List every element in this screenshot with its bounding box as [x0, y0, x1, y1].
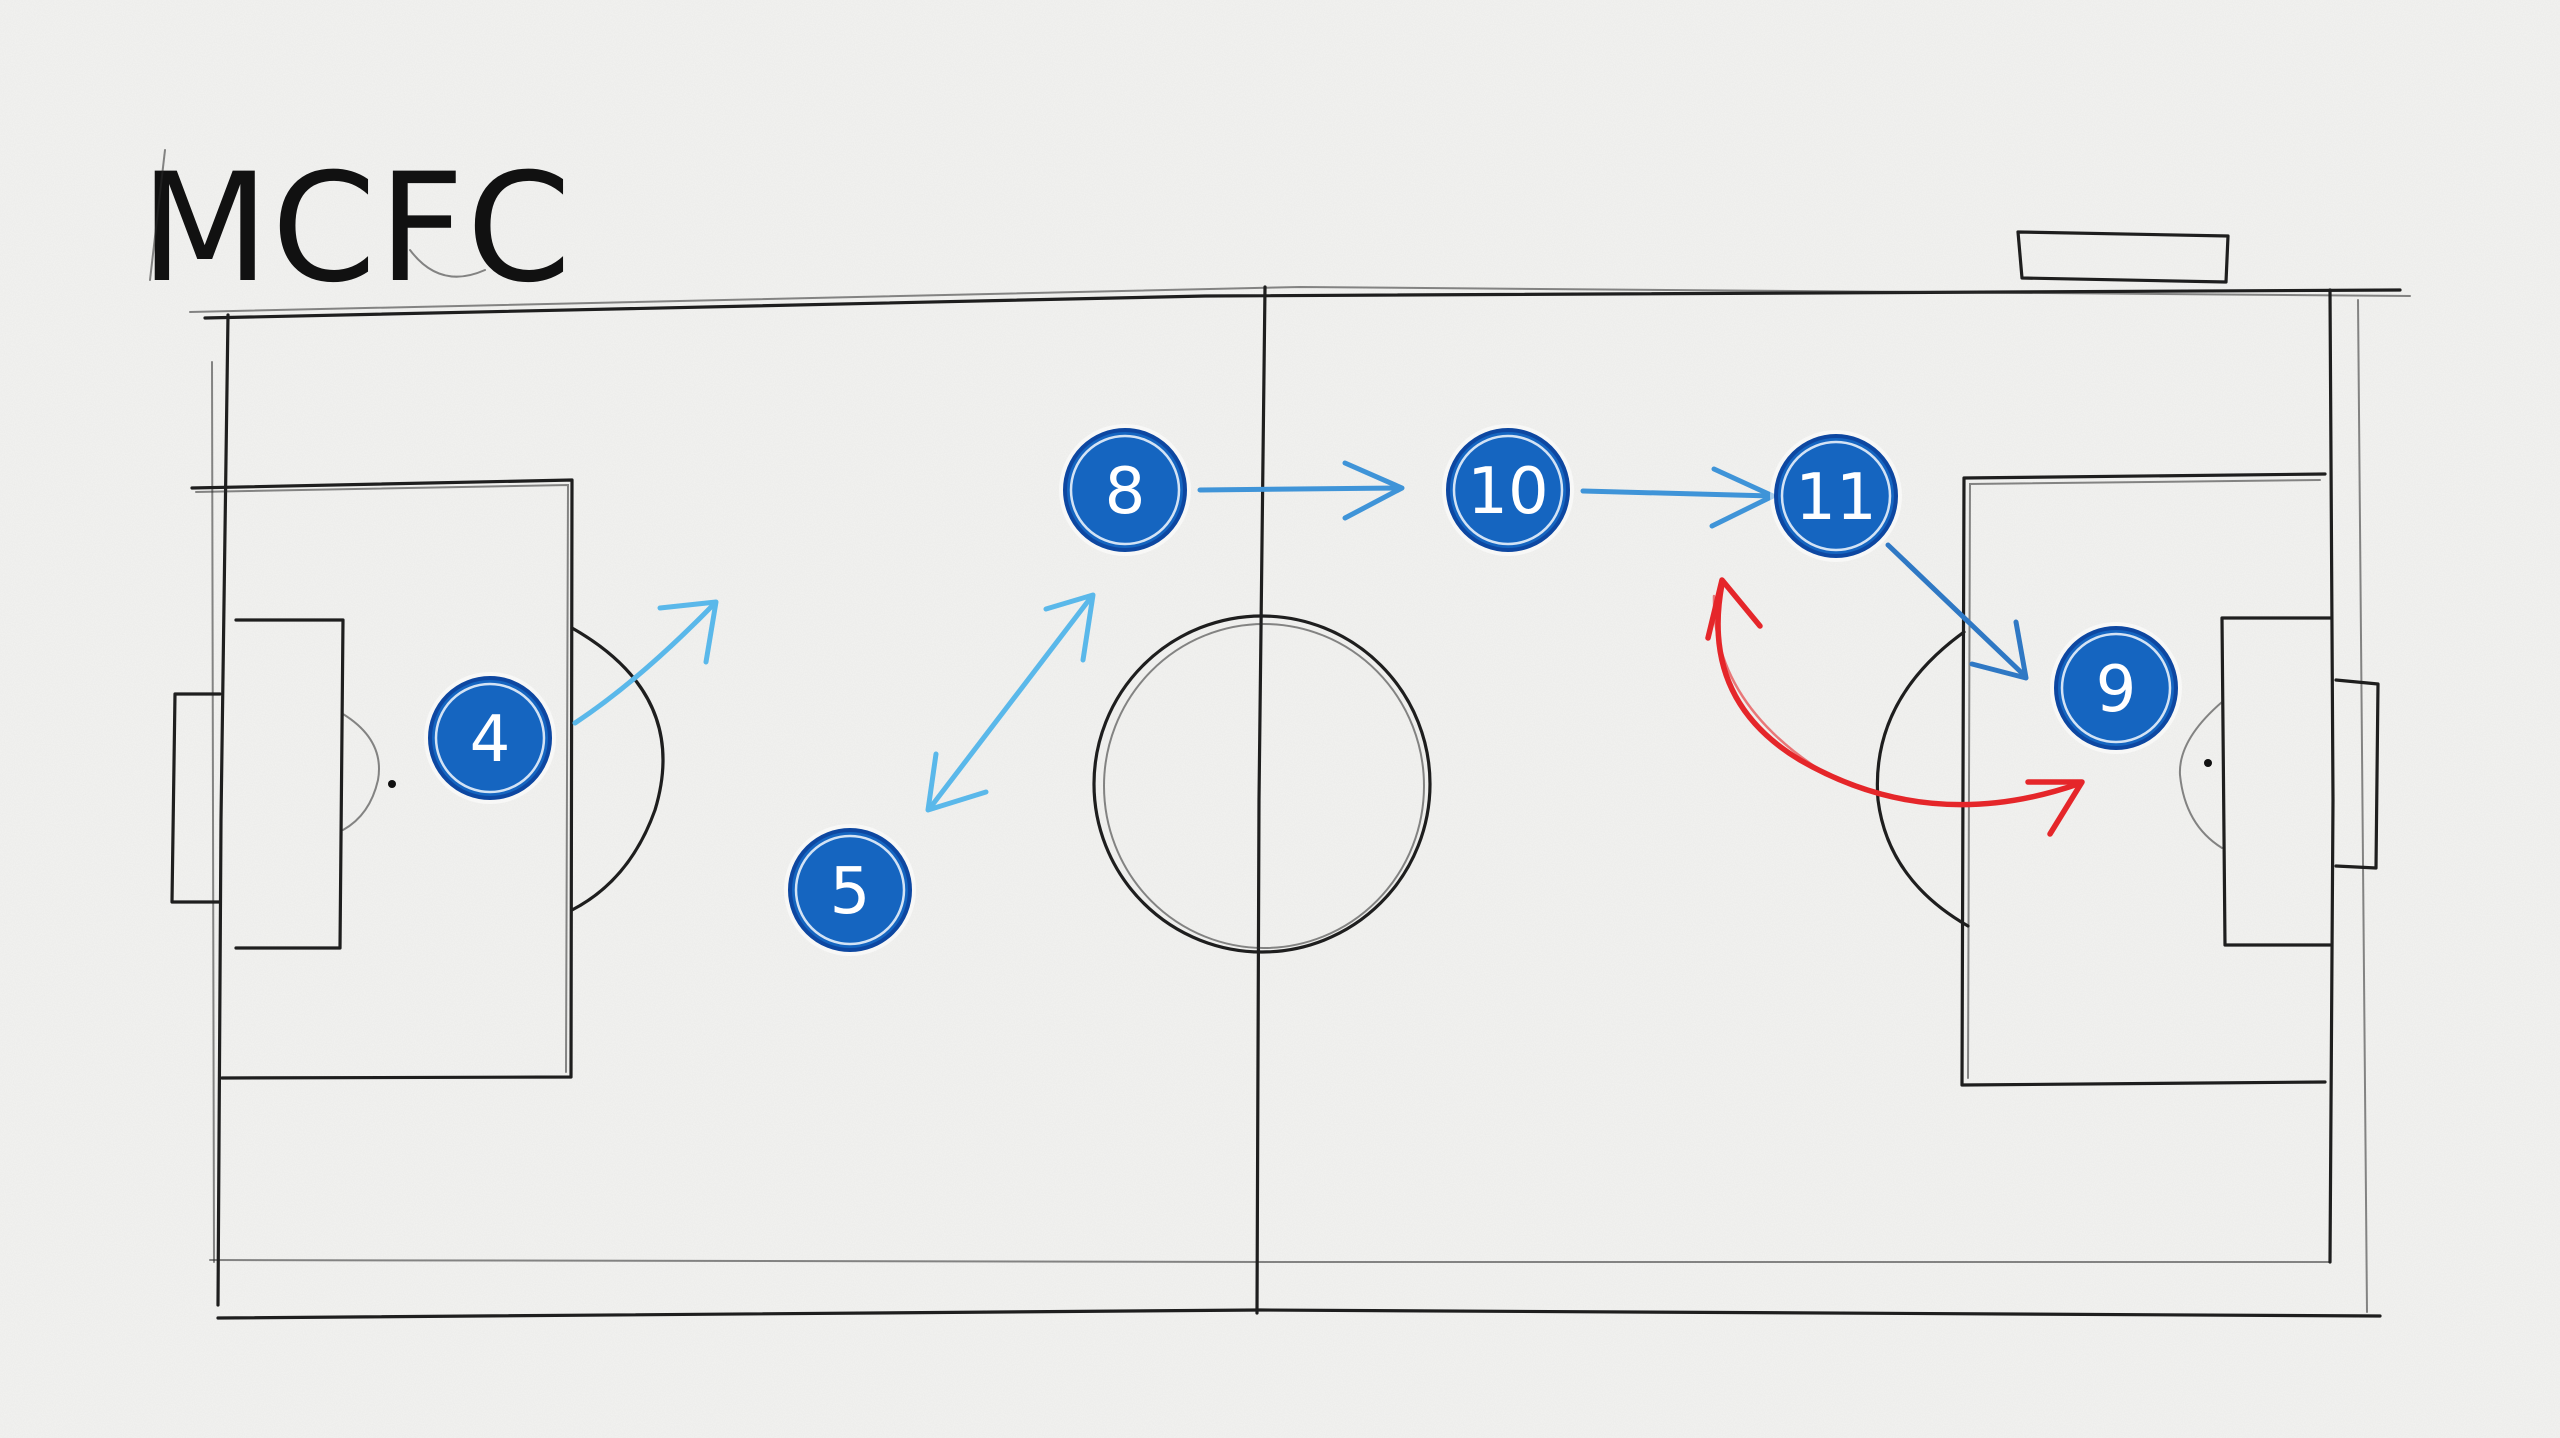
player-4-number: 4: [470, 703, 511, 777]
player-9-number: 9: [2096, 653, 2137, 727]
left-goal: [170, 692, 222, 904]
arrow-10-11: [1580, 488, 1775, 499]
player-11[interactable]: 11: [1770, 430, 1902, 562]
player-8[interactable]: 8: [1059, 424, 1191, 556]
pitch-left-line: [216, 313, 230, 1307]
red-curved-run-head-top: [1705, 577, 1763, 641]
arrow-11-9-head: [1969, 619, 2029, 681]
player-10-number: 10: [1467, 455, 1548, 529]
right-penalty-spot: [2204, 759, 2212, 767]
player-8-number: 8: [1105, 455, 1146, 529]
red-curved-run-head-right: [2025, 779, 2085, 837]
right-goal: [2334, 678, 2380, 870]
player-5-number: 5: [830, 855, 871, 929]
player-4[interactable]: 4: [424, 672, 556, 804]
arrow-5-8: [927, 593, 1095, 811]
player-11-number: 11: [1795, 461, 1876, 535]
player-5[interactable]: 5: [784, 824, 916, 956]
arrow-8-10-head: [1342, 460, 1405, 521]
pitch-right-line: [2328, 288, 2335, 1264]
arrow-5-8-head-bottom: [925, 751, 989, 813]
player-10[interactable]: 10: [1442, 424, 1574, 556]
arrow-8-10: [1197, 485, 1403, 493]
pitch: [170, 230, 2411, 1320]
movement-arrows: [572, 460, 2085, 837]
left-penalty-arc: [570, 626, 665, 912]
title-sketch-strokes: [149, 149, 486, 281]
arrow-5-8-head-top: [1043, 592, 1096, 663]
players: 4 5 8 10 11 9: [424, 424, 2182, 956]
corner-bench-sketch: [2016, 230, 2230, 284]
team-title: MCFC: [140, 142, 573, 316]
center-circle: [1092, 614, 1432, 954]
left-six-yard-box: [234, 618, 345, 950]
left-penalty-box: [190, 478, 574, 1080]
arrow-4-run: [572, 600, 718, 726]
right-six-yard-box: [2220, 616, 2332, 947]
right-penalty-arc: [1875, 630, 1970, 928]
pitch-bottom-line: [216, 1308, 2382, 1320]
player-9[interactable]: 9: [2050, 622, 2182, 754]
halfway-line: [1255, 285, 1267, 1315]
left-penalty-spot: [388, 780, 396, 788]
right-penalty-box: [1960, 472, 2327, 1087]
arrow-11-9: [1885, 542, 2028, 679]
arrow-4-run-head: [657, 599, 719, 665]
